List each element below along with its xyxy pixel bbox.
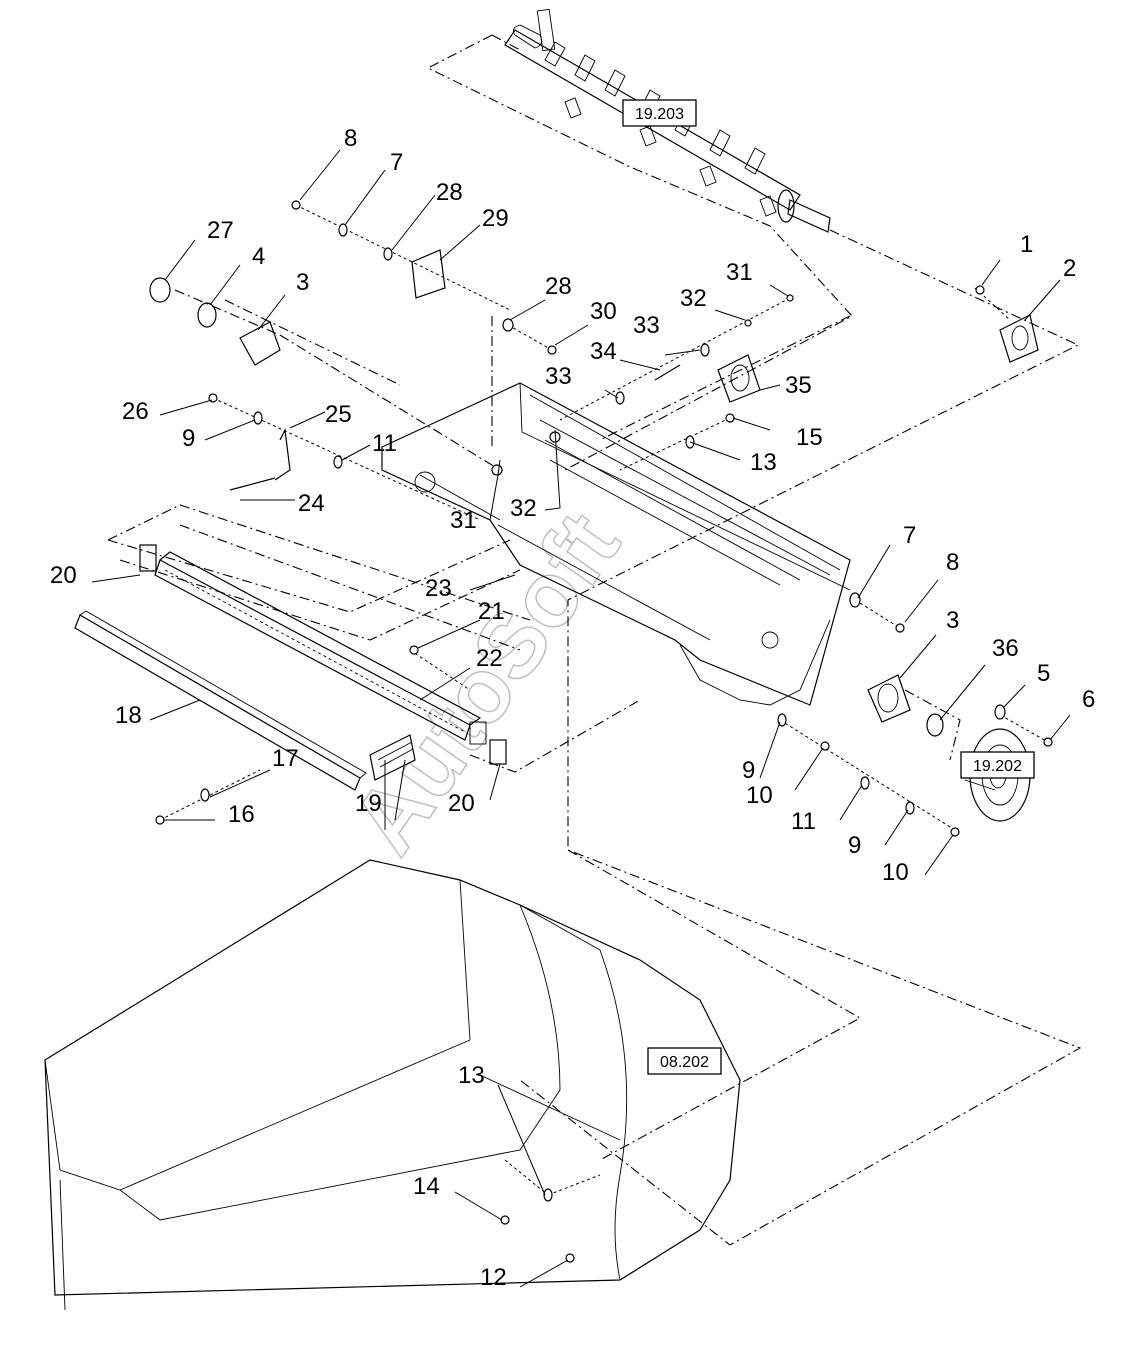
callout-11: 11	[372, 430, 397, 457]
callout-36: 36	[992, 635, 1019, 662]
callout-8: 8	[344, 125, 357, 152]
callouts: 8 7 28 29 27 4 3 26 9 25 11 24 28 30 31 …	[50, 125, 1095, 1291]
callout-4: 4	[252, 243, 265, 270]
callout-17: 17	[272, 745, 299, 772]
reference-19-202-label: 19.202	[973, 758, 1022, 775]
leader-lines	[91, 149, 1071, 1288]
callout-9: 9	[182, 425, 195, 452]
callout-33: 33	[545, 363, 572, 390]
callout-21: 21	[478, 598, 505, 625]
callout-20: 20	[448, 790, 475, 817]
brackets	[139, 544, 507, 781]
callout-31: 31	[726, 259, 753, 286]
callout-14: 14	[413, 1173, 440, 1200]
callout-3: 3	[296, 269, 309, 296]
reference-08-202-label: 08.202	[660, 1054, 709, 1071]
callout-7: 7	[903, 522, 916, 549]
strip	[74, 610, 367, 791]
callout-30: 30	[590, 298, 617, 325]
callout-15: 15	[796, 424, 823, 451]
rake-bar	[154, 551, 487, 745]
callout-10: 10	[746, 782, 773, 809]
callout-20: 20	[50, 562, 77, 589]
callout-35: 35	[785, 372, 812, 399]
callout-9: 9	[742, 757, 755, 784]
callout-28: 28	[545, 273, 572, 300]
callout-6: 6	[1082, 686, 1095, 713]
center-frame	[381, 382, 851, 706]
callout-25: 25	[325, 401, 352, 428]
callout-27: 27	[207, 217, 234, 244]
lower-hood	[44, 859, 741, 1311]
callout-29: 29	[482, 205, 509, 232]
reference-19-202: 19.202	[960, 751, 1035, 779]
callout-26: 26	[122, 398, 149, 425]
callout-10: 10	[882, 859, 909, 886]
callout-12: 12	[480, 1264, 507, 1291]
assembly-outlines	[107, 34, 1082, 1246]
callout-23: 23	[425, 575, 452, 602]
callout-2: 2	[1063, 255, 1076, 282]
reference-19-203-label: 19.203	[635, 106, 684, 123]
callout-28: 28	[436, 179, 463, 206]
callout-32: 32	[680, 285, 707, 312]
callout-9: 9	[848, 832, 861, 859]
callout-13: 13	[750, 449, 777, 476]
reference-08-202: 08.202	[647, 1047, 722, 1075]
callout-7: 7	[390, 149, 403, 176]
callout-13: 13	[458, 1062, 485, 1089]
callout-16: 16	[228, 801, 255, 828]
callout-22: 22	[476, 645, 503, 672]
callout-32: 32	[510, 495, 537, 522]
hardware	[149, 200, 1053, 1263]
callout-8: 8	[946, 549, 959, 576]
callout-34: 34	[590, 338, 617, 365]
callout-31: 31	[450, 507, 477, 534]
callout-18: 18	[115, 702, 142, 729]
callout-24: 24	[298, 490, 325, 517]
callout-1: 1	[1020, 231, 1033, 258]
callout-5: 5	[1037, 660, 1050, 687]
callout-11: 11	[791, 808, 816, 835]
callout-19: 19	[355, 790, 382, 817]
callout-3: 3	[946, 607, 959, 634]
rotor-shaft	[504, 8, 831, 233]
reference-19-203: 19.203	[622, 99, 697, 127]
callout-33: 33	[633, 312, 660, 339]
